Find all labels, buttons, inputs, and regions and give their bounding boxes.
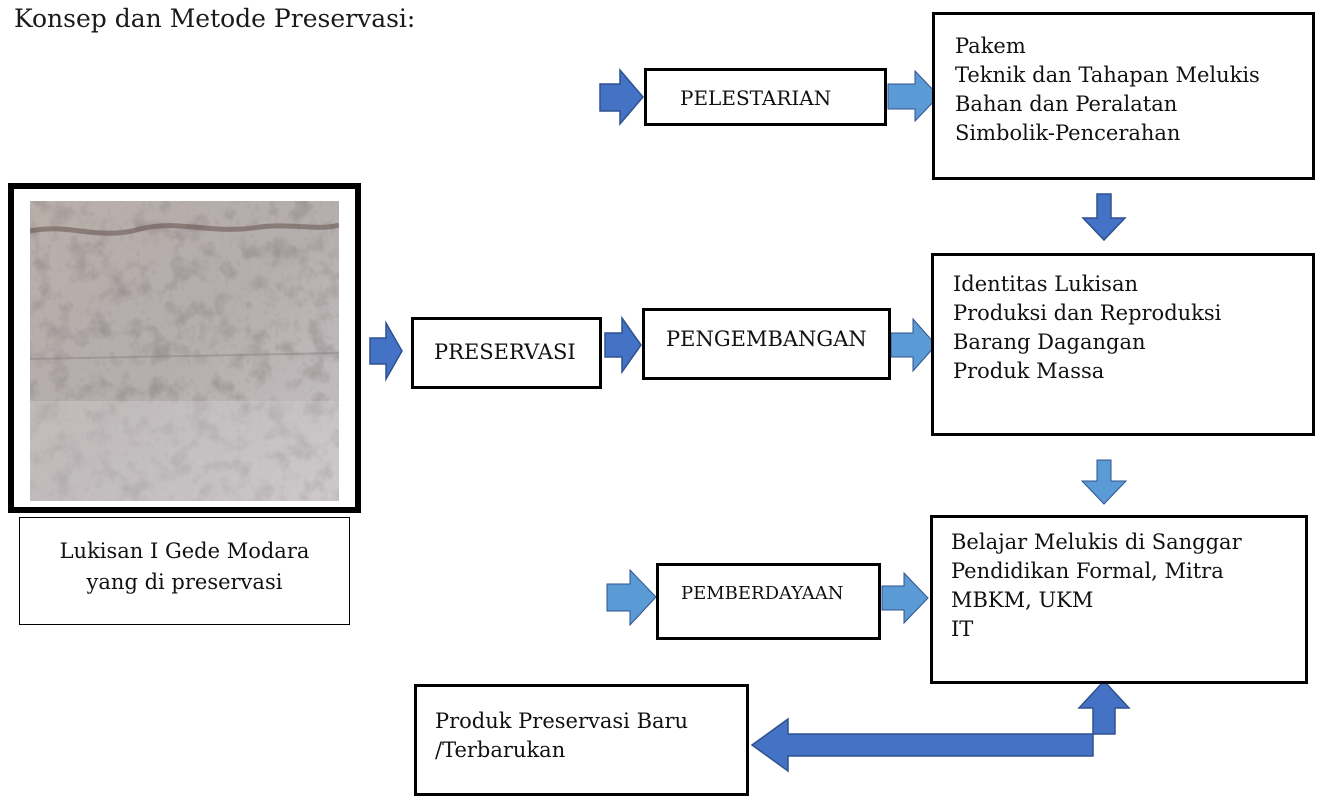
pengembangan-details-box: Identitas Lukisan Produksi dan Reproduks… xyxy=(931,253,1315,436)
caption-line-1: Lukisan I Gede Modara xyxy=(59,539,310,563)
detail-line: Produksi dan Reproduksi xyxy=(953,301,1222,325)
output-box: Produk Preservasi Baru /Terbarukan xyxy=(414,684,749,796)
detail-line: Identitas Lukisan xyxy=(953,272,1138,296)
arrow-down-1 xyxy=(1081,193,1127,242)
painting-caption: Lukisan I Gede Modara yang di preservasi xyxy=(19,517,350,625)
arrow-elbow-to-output xyxy=(750,679,1131,773)
detail-line: MBKM, UKM xyxy=(951,588,1094,612)
detail-line: Pakem xyxy=(955,34,1026,58)
detail-line: Simbolik-Pencerahan xyxy=(955,121,1181,145)
detail-line: IT xyxy=(951,617,974,641)
output-line-1: Produk Preservasi Baru xyxy=(435,709,689,733)
arrow-pelestarian-to-details xyxy=(887,69,940,123)
pemberdayaan-details-box: Belajar Melukis di Sanggar Pendidikan Fo… xyxy=(930,515,1308,684)
arrow-into-pemberdayaan xyxy=(606,568,657,627)
arrow-painting-to-preservasi xyxy=(369,320,403,382)
stage-preservasi-label: PRESERVASI xyxy=(434,340,576,364)
detail-line: Teknik dan Tahapan Melukis xyxy=(955,63,1260,87)
stage-pengembangan-label: PENGEMBANGAN xyxy=(666,327,867,351)
stage-preservasi-box: PRESERVASI xyxy=(411,317,602,389)
stage-pemberdayaan-box: PEMBERDAYAAN xyxy=(656,563,881,640)
stage-pemberdayaan-label: PEMBERDAYAAN xyxy=(681,583,844,604)
painting-frame xyxy=(8,183,361,513)
detail-line: Bahan dan Peralatan xyxy=(955,92,1178,116)
arrow-down-2 xyxy=(1080,459,1128,505)
detail-line: Belajar Melukis di Sanggar xyxy=(951,530,1242,554)
arrow-pengembangan-to-details xyxy=(890,317,937,373)
arrow-preservasi-to-pengembangan xyxy=(604,315,642,375)
pelestarian-details-box: Pakem Teknik dan Tahapan Melukis Bahan d… xyxy=(932,12,1315,180)
arrow-pemberdayaan-to-details xyxy=(881,571,929,625)
output-line-2: /Terbarukan xyxy=(435,738,566,762)
caption-line-2: yang di preservasi xyxy=(86,570,283,594)
arrow-into-pelestarian xyxy=(599,67,644,127)
stage-pelestarian-label: PELESTARIAN xyxy=(680,86,832,110)
page-title: Konsep dan Metode Preservasi: xyxy=(14,4,416,33)
stage-pelestarian-box: PELESTARIAN xyxy=(644,68,887,126)
painting-texture xyxy=(30,201,339,501)
painting-image xyxy=(30,201,339,501)
stage-pengembangan-box: PENGEMBANGAN xyxy=(642,308,891,380)
detail-line: Barang Dagangan xyxy=(953,330,1146,354)
detail-line: Pendidikan Formal, Mitra xyxy=(951,559,1224,583)
detail-line: Produk Massa xyxy=(953,359,1105,383)
